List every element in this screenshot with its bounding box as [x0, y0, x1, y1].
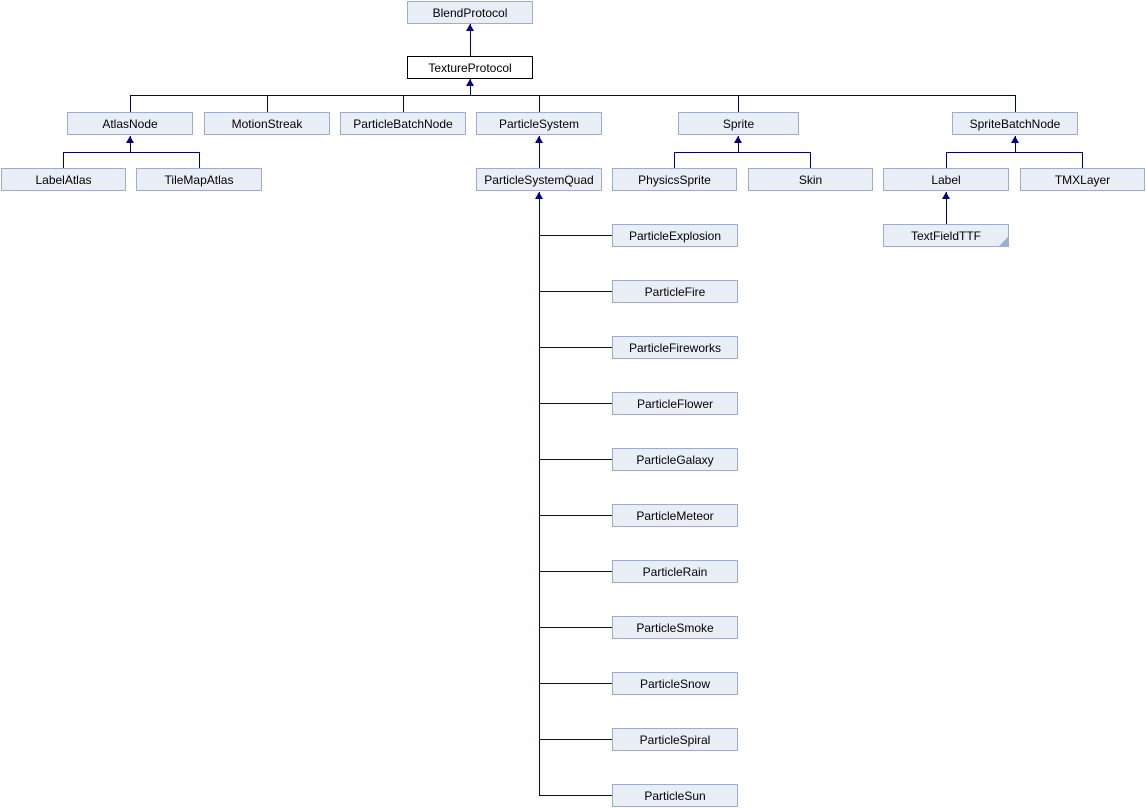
- class-node-label: TextFieldTTF: [910, 228, 981, 243]
- connector-line: [674, 152, 675, 168]
- connector-line: [539, 459, 612, 460]
- connector-line: [63, 152, 64, 168]
- class-node-particlefire[interactable]: ParticleFire: [612, 280, 738, 303]
- class-node-particlefireworks[interactable]: ParticleFireworks: [612, 336, 738, 359]
- connector-line: [267, 95, 268, 112]
- class-node-textfieldttf[interactable]: TextFieldTTF: [883, 224, 1009, 247]
- connector-line: [539, 347, 612, 348]
- connector-line: [539, 571, 612, 572]
- class-node-particlesmoke[interactable]: ParticleSmoke: [612, 616, 738, 639]
- connector-line: [539, 235, 612, 236]
- class-node-particlesnow[interactable]: ParticleSnow: [612, 672, 738, 695]
- class-node-particlespiral[interactable]: ParticleSpiral: [612, 728, 738, 751]
- connector-line: [946, 192, 947, 224]
- connector-line: [674, 152, 811, 153]
- connector-line: [539, 192, 540, 796]
- class-node-particleflower[interactable]: ParticleFlower: [612, 392, 738, 415]
- class-node-particlebatchnode[interactable]: ParticleBatchNode: [340, 112, 466, 135]
- connector-line: [1015, 136, 1016, 152]
- class-node-spritebatchnode[interactable]: SpriteBatchNode: [952, 112, 1078, 135]
- connector-line: [470, 79, 471, 95]
- inheritance-arrow-icon: [466, 79, 474, 86]
- connector-line: [130, 95, 1016, 96]
- class-node-particlemeteor[interactable]: ParticleMeteor: [612, 504, 738, 527]
- class-node-particlesystem[interactable]: ParticleSystem: [476, 112, 602, 135]
- connector-line: [403, 95, 404, 112]
- class-node-atlasnode[interactable]: AtlasNode: [67, 112, 193, 135]
- class-node-particlegalaxy[interactable]: ParticleGalaxy: [612, 448, 738, 471]
- connector-line: [539, 136, 540, 168]
- truncation-fold-icon: [999, 237, 1008, 246]
- class-node-tmxlayer[interactable]: TMXLayer: [1020, 168, 1145, 191]
- class-node-particlesystemquad[interactable]: ParticleSystemQuad: [476, 168, 602, 191]
- class-node-particleexplosion[interactable]: ParticleExplosion: [612, 224, 738, 247]
- class-node-particlerain[interactable]: ParticleRain: [612, 560, 738, 583]
- connector-line: [946, 152, 1083, 153]
- connector-line: [130, 136, 131, 152]
- class-node-blendprotocol[interactable]: BlendProtocol: [407, 1, 533, 24]
- class-node-labelatlas[interactable]: LabelAtlas: [1, 168, 126, 191]
- class-node-sprite[interactable]: Sprite: [678, 112, 799, 135]
- connector-line: [130, 95, 131, 112]
- inheritance-arrow-icon: [466, 24, 474, 31]
- connector-line: [539, 515, 612, 516]
- connector-line: [738, 136, 739, 152]
- class-node-label[interactable]: Label: [883, 168, 1009, 191]
- class-node-particlesun[interactable]: ParticleSun: [612, 784, 738, 807]
- connector-line: [539, 795, 612, 796]
- connector-line: [199, 152, 200, 168]
- connector-line: [539, 627, 612, 628]
- connector-line: [539, 403, 612, 404]
- connector-line: [539, 683, 612, 684]
- connector-line: [810, 152, 811, 168]
- class-node-textureprotocol[interactable]: TextureProtocol: [407, 56, 533, 79]
- connector-line: [539, 739, 612, 740]
- connector-line: [946, 152, 947, 168]
- connector-line: [539, 95, 540, 112]
- connector-line: [1015, 95, 1016, 112]
- connector-line: [738, 95, 739, 112]
- connector-line: [470, 24, 471, 56]
- connector-line: [63, 152, 200, 153]
- connector-line: [1082, 152, 1083, 168]
- class-node-motionstreak[interactable]: MotionStreak: [204, 112, 330, 135]
- class-node-physicssprite[interactable]: PhysicsSprite: [612, 168, 737, 191]
- connector-line: [539, 291, 612, 292]
- class-node-skin[interactable]: Skin: [748, 168, 873, 191]
- class-node-tilemapatlas[interactable]: TileMapAtlas: [136, 168, 262, 191]
